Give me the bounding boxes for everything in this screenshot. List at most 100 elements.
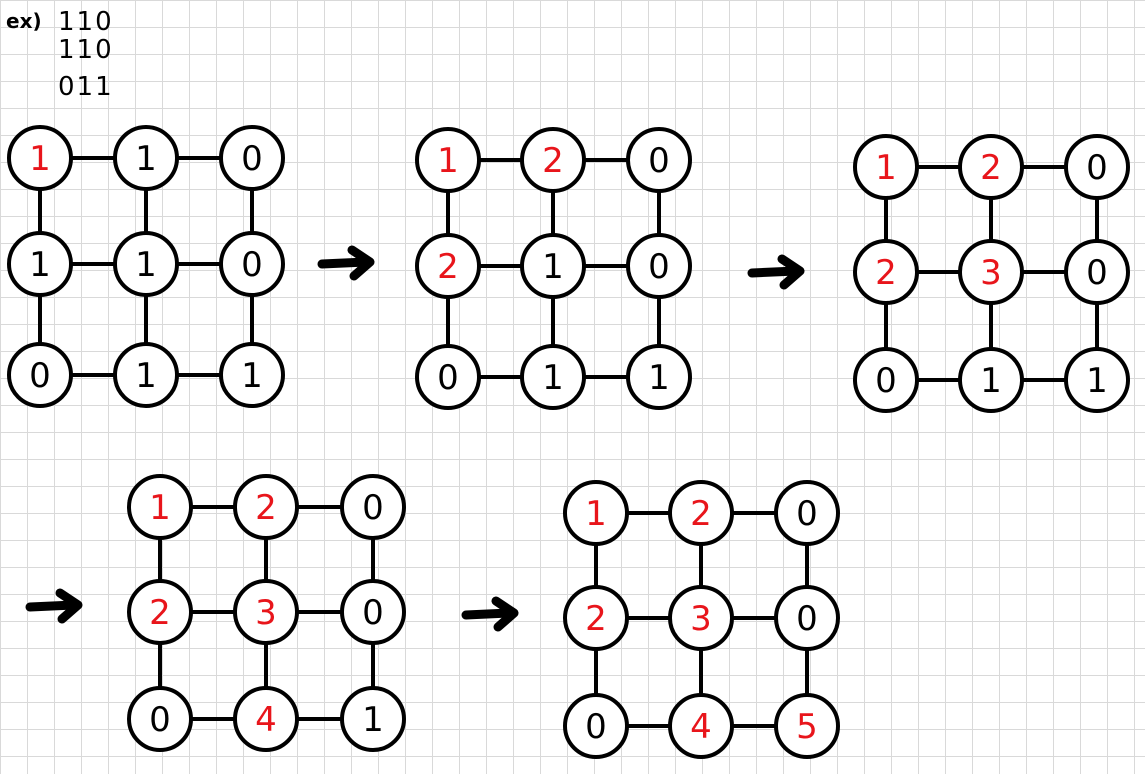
- node-value: 0: [1086, 148, 1108, 188]
- node-value: 1: [542, 358, 564, 398]
- grid-node: 1: [7, 125, 73, 191]
- node-value: 1: [648, 358, 670, 398]
- node-circle: [1064, 347, 1130, 413]
- grid-node: 1: [853, 134, 919, 200]
- node-value: 1: [135, 245, 157, 285]
- node-value-updated: 2: [875, 253, 897, 293]
- grid-node: 1: [563, 480, 629, 546]
- node-value: 1: [1086, 361, 1108, 401]
- grid-node: 0: [774, 585, 840, 651]
- node-circle: [668, 585, 734, 651]
- node-circle: [1064, 134, 1130, 200]
- node-circle: [7, 125, 73, 191]
- grid-node: 5: [774, 693, 840, 759]
- node-circle: [668, 480, 734, 546]
- grid-node: 0: [853, 347, 919, 413]
- node-circle: [853, 134, 919, 200]
- node-value: 0: [437, 358, 459, 398]
- grid-node: 0: [415, 344, 481, 410]
- right-arrow-icon: [747, 254, 805, 290]
- node-circle: [626, 344, 692, 410]
- node-circle: [774, 480, 840, 546]
- node-circle: [853, 347, 919, 413]
- node-value: 0: [585, 707, 607, 747]
- grid-node: 1: [340, 686, 406, 752]
- node-circle: [415, 127, 481, 193]
- node-circle: [233, 474, 299, 540]
- node-circle: [127, 686, 193, 752]
- grid-node: 2: [563, 585, 629, 651]
- step-grid: 1 2 0 2 3 0 0 4 5: [563, 480, 840, 759]
- node-circle: [520, 233, 586, 299]
- grid-node: 2: [668, 480, 734, 546]
- node-circle: [626, 233, 692, 299]
- example-row: 110: [58, 35, 114, 65]
- node-circle: [219, 125, 285, 191]
- node-circle: [127, 474, 193, 540]
- node-value-updated: 3: [690, 599, 712, 639]
- node-circle: [520, 344, 586, 410]
- grid-node: 1: [958, 347, 1024, 413]
- node-value-updated: 1: [875, 148, 897, 188]
- node-value: 0: [241, 245, 263, 285]
- right-arrow-icon: [25, 588, 83, 624]
- node-circle: [113, 342, 179, 408]
- node-value-updated: 2: [690, 494, 712, 534]
- example-row: 110: [58, 7, 114, 37]
- node-value-updated: 2: [255, 488, 277, 528]
- node-value-updated: 3: [255, 593, 277, 633]
- node-value: 1: [542, 247, 564, 287]
- node-value: 0: [241, 139, 263, 179]
- grid-node: 2: [520, 127, 586, 193]
- grid-node: 3: [668, 585, 734, 651]
- grid-node: 4: [668, 693, 734, 759]
- right-arrow-icon: [317, 245, 375, 281]
- node-circle: [219, 231, 285, 297]
- node-value-updated: 1: [149, 488, 171, 528]
- grid-node: 1: [127, 474, 193, 540]
- example-matrix: ex) 110 110 011: [6, 7, 114, 102]
- node-circle: [415, 233, 481, 299]
- node-value-updated: 3: [980, 253, 1002, 293]
- node-circle: [563, 693, 629, 759]
- grid-node: 0: [340, 579, 406, 645]
- grid-node: 0: [7, 342, 73, 408]
- grid-node: 2: [415, 233, 481, 299]
- grid-node: 0: [563, 693, 629, 759]
- node-circle: [520, 127, 586, 193]
- node-circle: [340, 474, 406, 540]
- grid-node: 0: [219, 125, 285, 191]
- node-circle: [1064, 239, 1130, 305]
- node-value-updated: 2: [980, 148, 1002, 188]
- grid-node: 1: [219, 342, 285, 408]
- grid-node: 0: [340, 474, 406, 540]
- node-value: 0: [362, 488, 384, 528]
- node-value-updated: 4: [255, 700, 277, 740]
- step-grid: 1 2 0 2 3 0 0 1 1: [853, 134, 1130, 413]
- node-value: 1: [980, 361, 1002, 401]
- node-value: 1: [362, 700, 384, 740]
- node-value-updated: 4: [690, 707, 712, 747]
- grid-node: 1: [415, 127, 481, 193]
- node-circle: [7, 231, 73, 297]
- grid-node: 1: [113, 342, 179, 408]
- grid-node: 0: [127, 686, 193, 752]
- node-value: 0: [149, 700, 171, 740]
- node-circle: [219, 342, 285, 408]
- grid-node: 2: [233, 474, 299, 540]
- example-prefix: ex): [6, 9, 42, 33]
- grid-node: 4: [233, 686, 299, 752]
- node-value: 1: [29, 245, 51, 285]
- node-value: 0: [796, 494, 818, 534]
- node-value-updated: 2: [542, 141, 564, 181]
- node-value-updated: 2: [437, 247, 459, 287]
- grid-node: 0: [774, 480, 840, 546]
- node-value: 0: [1086, 253, 1108, 293]
- node-value: 0: [29, 356, 51, 396]
- node-circle: [127, 579, 193, 645]
- node-circle: [233, 686, 299, 752]
- node-circle: [233, 579, 299, 645]
- grid-node: 3: [958, 239, 1024, 305]
- node-circle: [113, 231, 179, 297]
